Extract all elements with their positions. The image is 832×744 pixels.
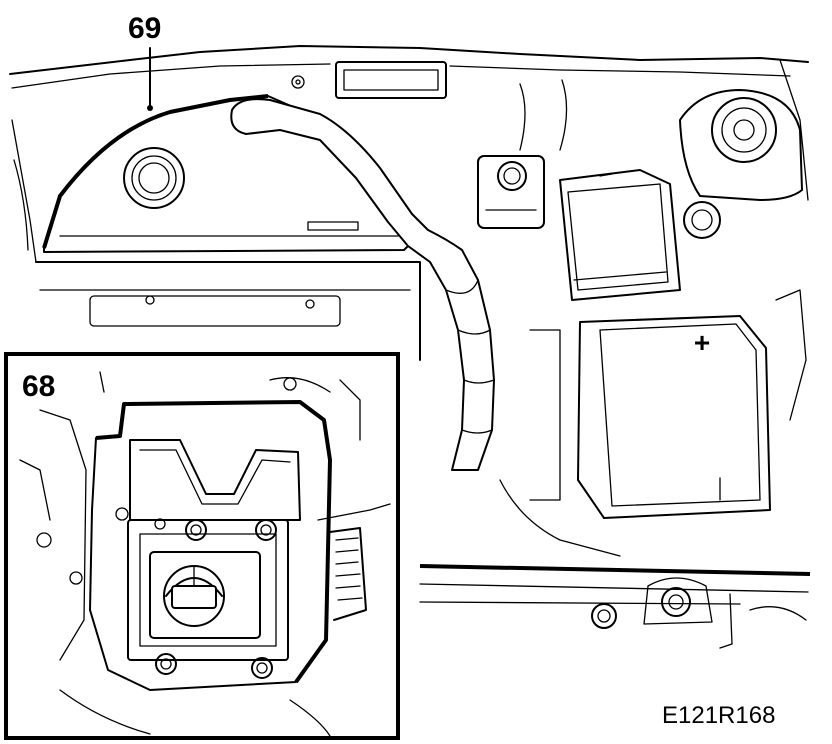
detail-inset-68 bbox=[4, 352, 400, 740]
firewall-outline bbox=[9, 45, 809, 201]
fuse-box bbox=[559, 169, 681, 301]
coolant-expansion-tank bbox=[679, 89, 803, 239]
front-cross-member bbox=[419, 564, 811, 649]
engine-block bbox=[11, 119, 421, 361]
battery: + bbox=[577, 315, 771, 519]
lower-right-components bbox=[499, 289, 807, 557]
relay-box bbox=[291, 61, 447, 99]
battery-terminal-symbol: + bbox=[694, 327, 710, 358]
callout-69-leader bbox=[147, 47, 153, 111]
brake-fluid-reservoir bbox=[477, 79, 568, 229]
figure-code: E121R168 bbox=[662, 702, 776, 729]
callout-engine-cover-number: 69 bbox=[128, 12, 162, 45]
callout-detail-inset-number: 68 bbox=[22, 370, 56, 403]
air-intake-hose bbox=[230, 98, 495, 471]
